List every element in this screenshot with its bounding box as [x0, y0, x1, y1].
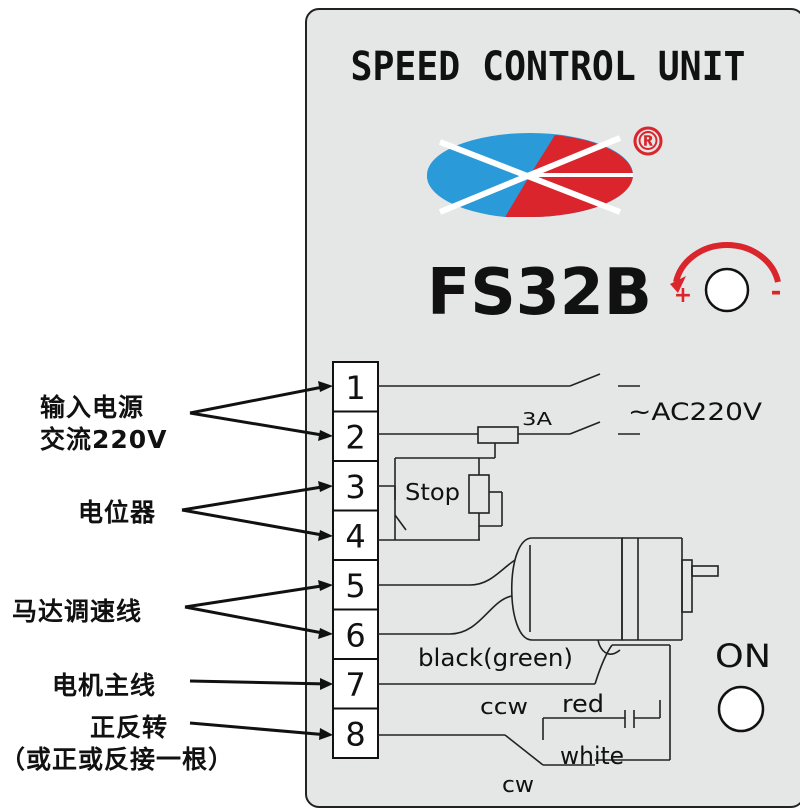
- on-label: ON: [715, 637, 771, 675]
- terminal-3: [332, 460, 379, 512]
- terminal-7: [332, 658, 379, 710]
- power-wiring: [378, 373, 640, 540]
- panel-title: SPEED CONTROL UNIT: [351, 44, 746, 90]
- model-number: FS32B: [427, 256, 652, 330]
- on-button: [717, 685, 765, 733]
- ac220v-label: 交流220V: [40, 425, 168, 454]
- ccw-label: ccw: [480, 695, 528, 720]
- terminal-number: 1: [345, 369, 365, 407]
- knob-minus: -: [771, 277, 782, 307]
- stop-label: Stop: [405, 480, 460, 506]
- motor-main-label: 电机主线: [52, 671, 157, 700]
- black-wire-label: black(green): [418, 644, 573, 672]
- white-wire-label: white: [560, 742, 624, 770]
- cw-label: cw: [502, 773, 534, 798]
- terminal-1: [332, 361, 379, 413]
- registered-mark: ®: [635, 127, 661, 157]
- label-pointers: [181, 384, 329, 737]
- terminal-block: 1 2 3 4 5 6 7 8: [332, 361, 379, 759]
- motor-symbol: [378, 537, 719, 766]
- terminal-8: [332, 707, 379, 759]
- terminal-number: 6: [345, 616, 365, 654]
- terminal-4: [332, 509, 379, 561]
- terminal-number: 5: [345, 567, 365, 605]
- potentiometer-symbol: [378, 458, 503, 541]
- fuse-label: 3A: [522, 409, 553, 430]
- speed-knob: [670, 241, 781, 313]
- speed-line-label: 马达调速线: [12, 597, 143, 626]
- direction-label: 正反转: [90, 713, 169, 742]
- terminal-number: 8: [345, 715, 365, 753]
- direction-note-label: （或正或反接一根）: [0, 745, 235, 774]
- red-wire-label: red: [562, 690, 604, 718]
- brand-logo: [426, 133, 633, 217]
- power-input-label: 输入电源: [40, 393, 145, 422]
- registered-mark-icon: [633, 126, 663, 156]
- terminal-number: 4: [345, 517, 365, 555]
- power-label: ~AC220V: [628, 398, 763, 426]
- terminal-6: [332, 608, 379, 660]
- terminal-number: 3: [345, 468, 365, 506]
- knob-plus: +: [674, 283, 692, 308]
- terminal-number: 7: [345, 666, 365, 704]
- terminal-number: 2: [345, 418, 365, 456]
- potentiometer-label: 电位器: [78, 498, 157, 527]
- terminal-2: [332, 410, 379, 462]
